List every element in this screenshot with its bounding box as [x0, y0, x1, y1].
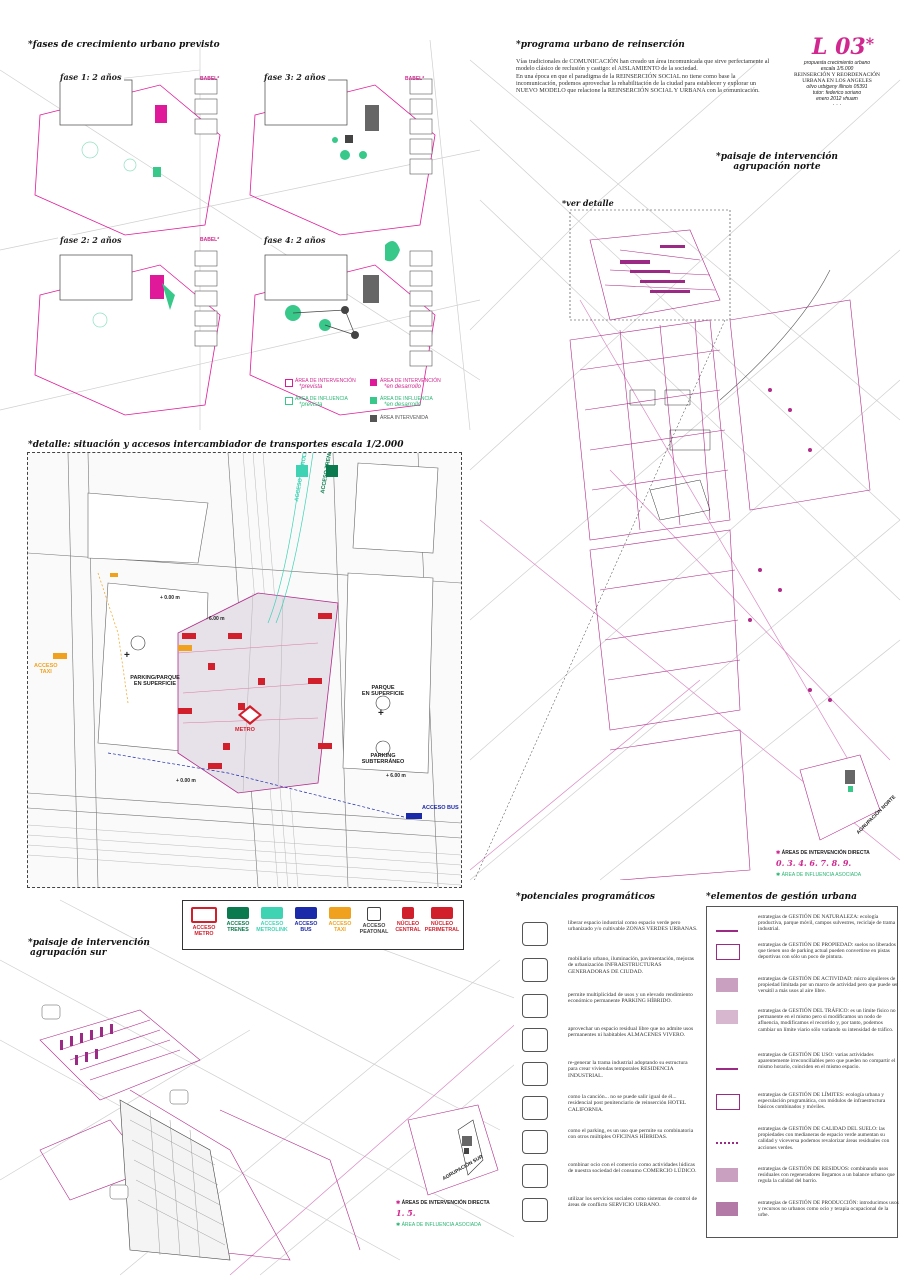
service-icon [522, 1198, 548, 1222]
limits-icon [716, 1094, 740, 1110]
gestion-panel [706, 906, 898, 1238]
north-inset-map [799, 754, 881, 841]
potencial-item-3: permite multiplicidad de usos y un eleva… [522, 992, 693, 1028]
office-icon [522, 1130, 548, 1154]
potencial-item-7: como el parking, es un uso que permite s… [522, 1128, 693, 1164]
fases-title: *fases de crecimiento urbano previsto [28, 40, 220, 50]
production-icon [716, 1202, 738, 1216]
hotel-icon [522, 1096, 548, 1120]
paisaje-sur-title: *paisaje de intervención agrupación sur [28, 938, 150, 958]
warehouse-icon [522, 1028, 548, 1052]
traffic-icon [716, 1010, 738, 1024]
detalle-title: *detalle: situación y accesos intercambi… [28, 440, 404, 450]
fase-3-label: fase 3: 2 años [262, 72, 328, 82]
sheet-meta: propuesta crecimiento urbano escala 1/5.… [793, 60, 881, 108]
north-axonometric-drawing [474, 209, 871, 880]
potencial-item-6: como la canción... no se puede salir igu… [522, 1094, 692, 1130]
soil-quality-icon [716, 1128, 738, 1144]
parking-icon [522, 994, 548, 1018]
programa-text: Vías tradicionales de COMUNICACIÓN han c… [516, 58, 770, 95]
fases-diagrams [34, 69, 436, 416]
industrial-residence-icon [522, 1062, 548, 1086]
potenciales-title: *potenciales programáticos [516, 892, 655, 902]
level-4: + 6.00 m [386, 773, 406, 779]
potencial-item-4: aprovechar un espacio residual libre que… [522, 1026, 693, 1062]
fase-2-label: fase 2: 2 años [58, 235, 124, 245]
activity-icon [716, 978, 738, 992]
level-2: - 6.00 m [206, 616, 225, 622]
sur-legend: ✱ ÁREAS DE INTERVENCIÓN DIRECTA 1. 5. ✱ … [396, 1200, 490, 1228]
potencial-item-8: combinar ocio con el comercio como activ… [522, 1162, 696, 1198]
waste-icon [716, 1168, 738, 1182]
gestion-item-6: estrategias de GESTIÓN DE LÍMITES: ecolo… [712, 1092, 898, 1125]
trees-icon [522, 922, 548, 946]
potencial-item-1: liberar espacio industrial como espacio … [522, 920, 697, 956]
commerce-icon [522, 1164, 548, 1188]
gestion-item-4: estrategias de GESTIÓN DEL TRÁFICO: es u… [712, 1008, 898, 1041]
gestion-item-7: estrategias de GESTIÓN DE CALIDAD DEL SU… [712, 1126, 898, 1159]
gestion-title: *elementos de gestión urbana [706, 892, 858, 902]
south-axonometric-drawing [39, 1004, 361, 1261]
ver-detalle-label: *ver detalle [562, 198, 614, 208]
potencial-item-2: mobiliario urbano, iluminación, paviment… [522, 956, 694, 992]
gestion-item-1: estrategias de GESTIÓN DE NATURALEZA: ec… [712, 914, 898, 947]
sheet-code: L 03* [812, 34, 875, 60]
property-icon [716, 944, 740, 960]
bench-icon [522, 958, 548, 982]
plus-right: + [378, 708, 384, 719]
south-inset-map [407, 1104, 499, 1196]
gestion-item-9: estrategias de GESTIÓN DE PRODUCCIÓN: in… [712, 1200, 899, 1233]
potencial-item-9: utilizar los servicios sociales como sis… [522, 1196, 697, 1232]
gestion-item-8: estrategias de GESTIÓN DE RESIDUOS: comb… [712, 1166, 898, 1199]
use-icon [716, 1054, 738, 1070]
fases-legend: ÁREA DE INTERVENCIÓN *prevista ÁREA DE I… [285, 378, 455, 438]
norte-legend: ✱ ÁREAS DE INTERVENCIÓN DIRECTA 0. 3. 4.… [776, 850, 870, 878]
babel-label-1: BABEL* [200, 76, 220, 82]
programa-title: *programa urbano de reinserción [516, 40, 685, 50]
babel-label-2: BABEL* [405, 76, 425, 82]
fase-4-label: fase 4: 2 años [262, 235, 328, 245]
plus-left: + [124, 650, 130, 661]
level-3: + 0.00 m [176, 778, 196, 784]
babel-label-3: BABEL* [200, 237, 220, 243]
level-1: + 0.00 m [160, 595, 180, 601]
detalle-plan [28, 453, 461, 887]
metro-label: METRO [235, 727, 255, 733]
fase-1-label: fase 1: 2 años [58, 72, 124, 82]
acceso-bus-label: ACCESO BUS [422, 805, 459, 811]
nature-icon [716, 916, 738, 932]
paisaje-norte-title: *paisaje de intervención agrupación nort… [716, 152, 838, 172]
gestion-item-2: estrategias de GESTIÓN DE PROPIEDAD: sue… [712, 942, 898, 975]
gestion-item-5: estrategias de GESTIÓN DE USO: varias ac… [712, 1052, 898, 1085]
gestion-item-3: estrategias de GESTIÓN DE ACTIVIDAD: mic… [712, 976, 898, 1009]
potencial-item-5: re-generar la trama industrial adoptando… [522, 1060, 692, 1096]
